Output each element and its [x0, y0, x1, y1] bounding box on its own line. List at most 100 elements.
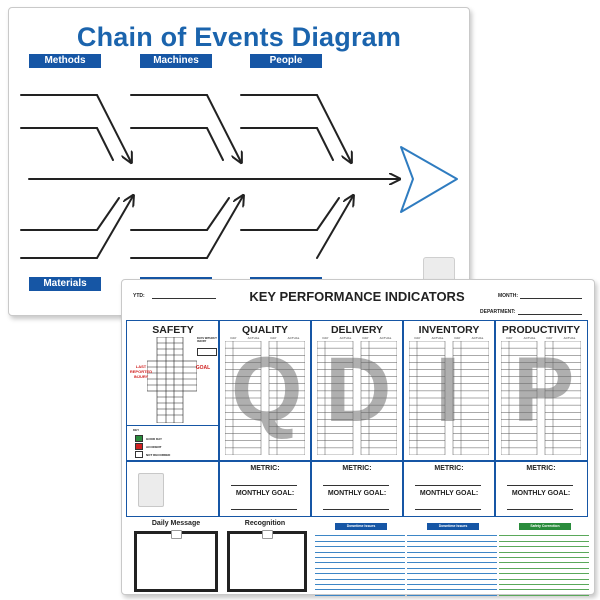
inventory-tracking-grid: [409, 341, 489, 455]
col-header: DAY: [230, 336, 237, 340]
bottom-bone-diagonal: [206, 197, 230, 231]
department-label: DEPARTMENT:: [480, 309, 516, 315]
category-label-hidden: [250, 277, 322, 280]
document-holder: [138, 473, 164, 507]
days-without-injury-label: DAYS WITHOUT INJURY: [197, 337, 217, 343]
last-reported-injury-label: LAST REPORTED INJURY: [129, 364, 153, 379]
metric-line: [415, 485, 481, 486]
legend-accident: ACCIDENT: [135, 443, 162, 450]
downtime-issues-notes: [315, 531, 405, 596]
delivery-watermark-letter: D: [325, 339, 392, 441]
monthly-goal-line: [507, 509, 573, 510]
bottom-bone-diagonal: [316, 197, 340, 231]
monthly-goal-label: MONTHLY GOAL:: [419, 490, 479, 497]
productivity-heading: PRODUCTIVITY: [501, 324, 581, 336]
safety-correction-tag: Safety Correction: [519, 523, 571, 530]
category-people-label: People: [250, 54, 322, 68]
col-header: ACTUAL: [471, 336, 484, 340]
col-header: ACTUAL: [431, 336, 444, 340]
legend-swatch-green: [135, 435, 143, 442]
monthly-goal-label: MONTHLY GOAL:: [235, 490, 295, 497]
monthly-goal-label: MONTHLY GOAL:: [511, 490, 571, 497]
downtime-issues-notes-2: [407, 531, 497, 596]
delivery-heading: DELIVERY: [330, 324, 384, 336]
quality-watermark-letter: Q: [231, 339, 303, 441]
safety-divider: [127, 425, 219, 426]
legend-not-recorded: NOT RECORDED: [135, 451, 170, 458]
department-line: [518, 314, 582, 315]
fishbone-title: Chain of Events Diagram: [76, 22, 402, 52]
safety-goal-label: GOAL: [195, 365, 211, 371]
category-materials-label: Materials: [29, 277, 101, 291]
col-header: ACTUAL: [247, 336, 260, 340]
recognition-heading: Recognition: [244, 520, 286, 527]
monthly-goal-line: [415, 509, 481, 510]
frame-clip: [171, 530, 182, 539]
legend-text: GOOD DAY: [146, 436, 163, 441]
legend-good-day: GOOD DAY: [135, 435, 162, 442]
delivery-metric-panel: METRIC: MONTHLY GOAL:: [310, 460, 404, 517]
legend-text: NOT RECORDED: [146, 452, 171, 457]
bottom-bone-diagonal: [96, 196, 133, 259]
safety-panel: SAFETY LAST REPORTED INJURY GOAL: [126, 320, 220, 462]
top-bone-diagonal: [206, 94, 241, 162]
metric-label: METRIC:: [526, 465, 556, 472]
metric-line: [231, 485, 297, 486]
safety-key-label: KEY: [133, 428, 140, 432]
category-machines-label: Machines: [140, 54, 212, 68]
category-methods-label: Methods: [29, 54, 101, 68]
metric-label: METRIC:: [434, 465, 464, 472]
month-line: [520, 298, 582, 299]
metric-label: METRIC:: [250, 465, 280, 472]
monthly-goal-line: [323, 509, 389, 510]
quality-metric-panel: METRIC: MONTHLY GOAL:: [218, 460, 312, 517]
delivery-tracking-grid: [317, 341, 397, 455]
month-label: MONTH:: [498, 293, 518, 299]
col-header: DAY: [506, 336, 513, 340]
kpi-title: KEY PERFORMANCE INDICATORS: [249, 289, 465, 304]
safety-heading: SAFETY: [152, 324, 194, 336]
monthly-goal-line: [231, 509, 297, 510]
safety-lower-panel: [126, 460, 220, 517]
top-bone-diagonal: [206, 127, 224, 161]
downtime-issues-tag: Downtime Issues: [335, 523, 387, 530]
metric-line: [323, 485, 389, 486]
top-bone-diagonal: [316, 127, 334, 161]
quality-tracking-grid: [225, 341, 305, 455]
col-header: DAY: [270, 336, 277, 340]
legend-swatch-red: [135, 443, 143, 450]
col-header: DAY: [454, 336, 461, 340]
fishbone-diagram: [20, 94, 458, 259]
inventory-column-headers: DAY ACTUAL DAY ACTUAL: [409, 336, 489, 340]
col-header: ACTUAL: [523, 336, 536, 340]
metric-line: [507, 485, 573, 486]
fishbone-head-arrow: [400, 146, 458, 213]
legend-text: ACCIDENT: [146, 444, 162, 449]
productivity-watermark-letter: P: [513, 339, 575, 441]
productivity-tracking-grid: [501, 341, 581, 455]
monthly-goal-label: MONTHLY GOAL:: [327, 490, 387, 497]
bottom-bone-diagonal: [316, 196, 353, 259]
downtime-issues-tag-2: Downtime Issues: [427, 523, 479, 530]
bottom-bone-diagonal: [96, 197, 120, 231]
col-header: ACTUAL: [379, 336, 392, 340]
col-header: DAY: [546, 336, 553, 340]
top-bone-diagonal: [96, 94, 131, 162]
ytd-label: YTD:: [133, 293, 145, 299]
daily-message-frame: [134, 530, 218, 592]
quality-heading: QUALITY: [241, 324, 289, 336]
ytd-line: [152, 298, 216, 299]
col-header: DAY: [414, 336, 421, 340]
productivity-metric-panel: METRIC: MONTHLY GOAL:: [494, 460, 588, 517]
legend-swatch-x: [135, 451, 143, 458]
inventory-metric-panel: METRIC: MONTHLY GOAL:: [402, 460, 496, 517]
kpi-whiteboard: YTD: KEY PERFORMANCE INDICATORS MONTH: D…: [121, 279, 595, 596]
col-header: DAY: [322, 336, 329, 340]
inventory-watermark-letter: I: [435, 339, 461, 441]
